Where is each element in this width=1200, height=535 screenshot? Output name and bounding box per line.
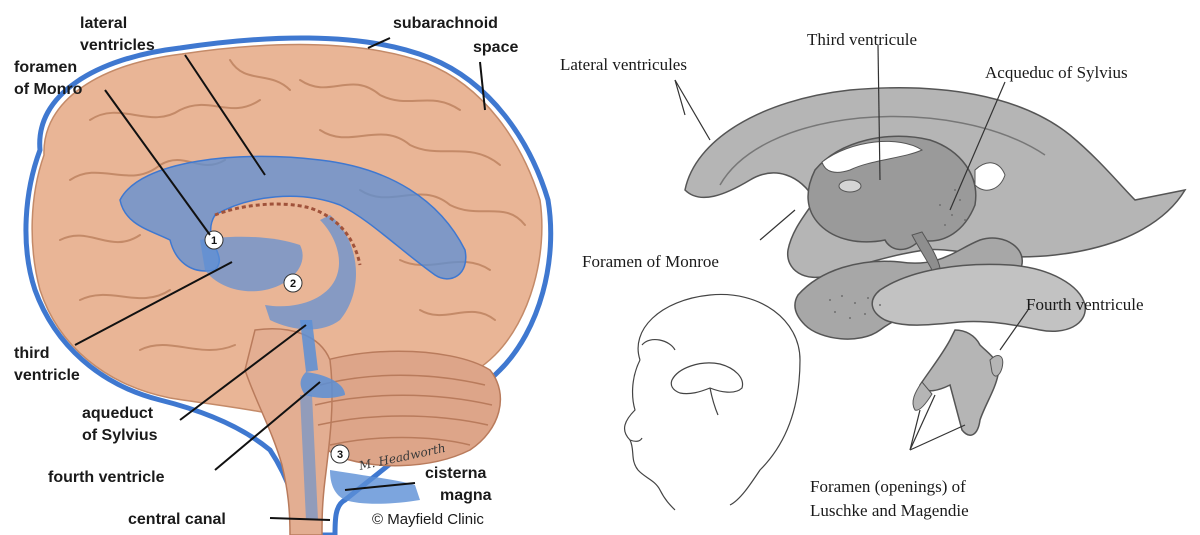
marker-1: 1 [205,231,223,249]
label-third-ventricule: Third ventricule [807,30,917,49]
label-foramen-of-monro: foramen of Monro [14,59,83,98]
label-fourth-ventricule: Fourth ventricule [1026,295,1144,314]
svg-text:3: 3 [337,449,343,461]
label-cisterna-magna: cisterna magna [425,465,492,504]
label-lateral-ventricules: Lateral ventricules [560,55,687,74]
mini-ventricle [671,363,742,394]
marker-3: 3 [331,445,349,463]
schematic-massa-intermedia [839,180,861,192]
label-foramen-of-monroe: Foramen of Monroe [582,252,719,271]
copyright-credit: © Mayfield Clinic [372,511,484,528]
label-central-canal: central canal [128,511,226,528]
label-acqueduc-of-sylvius: Acqueduc of Sylvius [985,63,1128,82]
ventricular-system-schematic: Third ventricule Lateral ventricules Acq… [560,0,1200,535]
schematic-foramen-branch-right [990,356,1003,377]
label-fourth-ventricle: fourth ventricle [48,469,165,486]
brain-color-illustration: 1 2 3 M. Headworth lateral ventricles [0,0,560,535]
marker-2: 2 [284,274,302,292]
child-head-sketch [625,294,800,510]
label-foramen-openings: Foramen (openings) of Luschke and Magend… [810,477,970,520]
label-aqueduct-of-sylvius: aqueduct of Sylvius [82,405,158,444]
brain-ventricles-color-diagram: 1 2 3 M. Headworth lateral ventricles [0,0,560,535]
svg-text:1: 1 [211,235,217,247]
brainstem-shape [245,329,332,535]
svg-text:2: 2 [290,278,296,290]
label-lateral-ventricles: lateral ventricles [80,15,155,54]
schematic-fourth-ventricle [920,330,998,435]
ventricle-schematic-illustration: Third ventricule Lateral ventricules Acq… [560,0,1200,535]
